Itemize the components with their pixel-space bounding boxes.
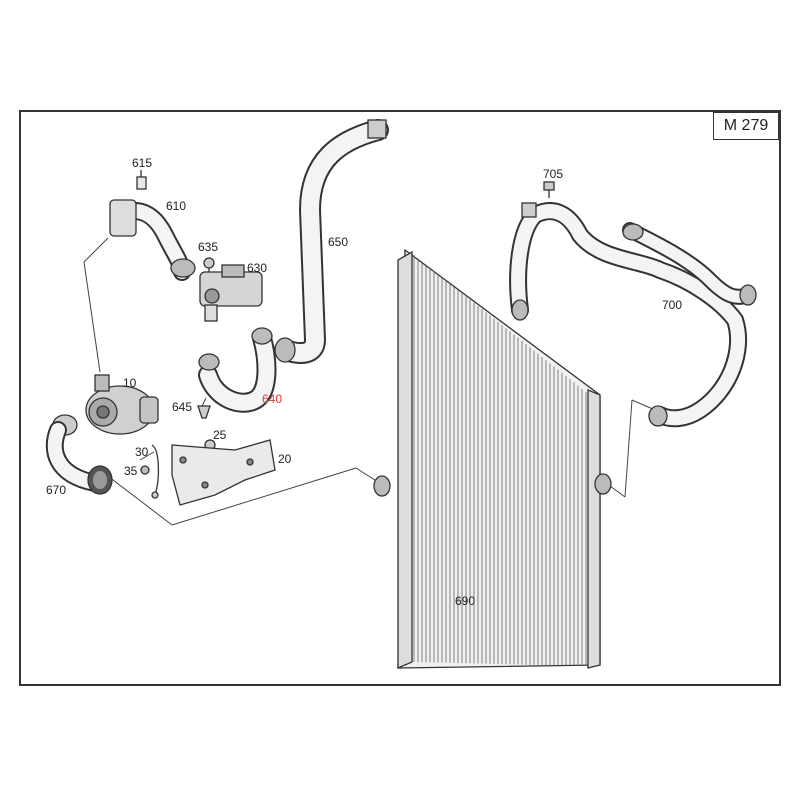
label-20: 20 — [278, 452, 292, 466]
part-610-hose — [109, 199, 196, 281]
part-645-clamp — [197, 405, 211, 419]
label-25: 25 — [213, 428, 227, 442]
label-635: 635 — [198, 240, 218, 254]
part-30-fastener — [151, 444, 160, 499]
part-615-clip — [136, 170, 147, 190]
label-690: 690 — [455, 594, 475, 608]
part-630-valve — [199, 264, 263, 322]
part-700-hose — [509, 202, 757, 428]
label-670: 670 — [46, 483, 66, 497]
label-35: 35 — [124, 464, 138, 478]
model-label: M 279 — [713, 112, 779, 140]
label-640: 640 — [262, 392, 282, 406]
part-690-radiator — [373, 248, 612, 669]
part-640-hose — [198, 327, 277, 413]
label-650: 650 — [328, 235, 348, 249]
part-35-fastener — [140, 465, 150, 475]
label-615: 615 — [132, 156, 152, 170]
part-650-hose — [274, 119, 389, 364]
part-705-bolt — [543, 181, 555, 198]
part-20-bracket — [171, 439, 276, 506]
label-610: 610 — [166, 199, 186, 213]
part-670-hose — [45, 421, 113, 495]
label-630: 630 — [247, 261, 267, 275]
label-10: 10 — [123, 376, 137, 390]
part-10-pump — [52, 374, 159, 436]
label-645: 645 — [172, 400, 192, 414]
part-number-labels: 615 610 635 630 650 705 700 10 645 640 2… — [46, 156, 682, 608]
label-700: 700 — [662, 298, 682, 312]
part-635-bolt — [203, 257, 215, 275]
label-30: 30 — [135, 445, 149, 459]
label-705: 705 — [543, 167, 563, 181]
